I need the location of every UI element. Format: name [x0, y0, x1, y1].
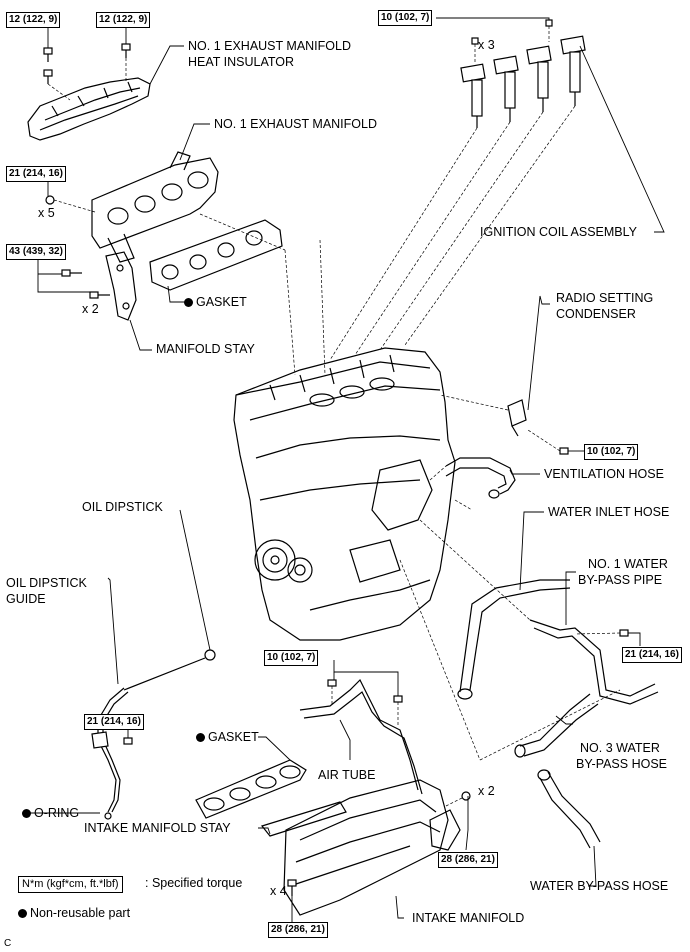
- label-radio-condenser-line2: CONDENSER: [556, 307, 636, 321]
- ventilation-hose-drawing: [445, 457, 516, 499]
- quantity-label: x 2: [478, 784, 495, 798]
- radio-condenser-drawing: [439, 394, 569, 455]
- torque-label: 12 (122, 9): [6, 12, 61, 28]
- label-heat-insulator-line2: HEAT INSULATOR: [188, 55, 295, 69]
- intake-gasket-drawing: [195, 759, 307, 819]
- intake-manifold-stay-drawing: [260, 801, 347, 837]
- label-oil-dipstick: OIL DIPSTICK: [82, 500, 163, 514]
- quantity-label: x 5: [38, 206, 55, 220]
- label-heat-insulator-line1: NO. 1 EXHAUST MANIFOLD: [188, 39, 351, 53]
- quantity-label: x 2: [82, 302, 99, 316]
- figure-code: C: [4, 938, 12, 949]
- label-ignition-coil: IGNITION COIL ASSEMBLY: [480, 225, 637, 239]
- non-reusable-marker: [196, 733, 205, 742]
- legend-torque-unit: N*m (kgf*cm, ft.*lbf): [18, 876, 123, 893]
- torque-label: 21 (214, 16): [84, 714, 144, 730]
- water-bypass-pipe-drawing: [529, 619, 659, 705]
- label-intake-gasket: GASKET: [196, 730, 259, 745]
- torque-label: 21 (214, 16): [622, 647, 682, 663]
- label-intake-manifold-stay: INTAKE MANIFOLD STAY: [84, 821, 231, 835]
- torque-label: 10 (102, 7): [264, 650, 319, 666]
- water-bypass-hose-drawing: [537, 769, 601, 849]
- oil-dipstick-drawing: [123, 509, 216, 691]
- label-no3-bypass-line2: BY-PASS HOSE: [576, 757, 668, 771]
- label-intake-manifold: INTAKE MANIFOLD: [412, 911, 525, 925]
- oil-dipstick-guide-drawing: [91, 687, 133, 820]
- label-water-bypass-hose: WATER BY-PASS HOSE: [530, 879, 669, 893]
- label-exhaust-manifold: NO. 1 EXHAUST MANIFOLD: [214, 117, 377, 131]
- manifold-stay-drawing: [105, 251, 137, 321]
- insulator-bolts: [43, 43, 131, 101]
- torque-label: 43 (439, 32): [6, 244, 66, 260]
- label-radio-condenser-line1: RADIO SETTING: [556, 291, 654, 305]
- assembly-dashed-lines: [399, 465, 621, 761]
- torque-label: 10 (102, 7): [584, 444, 639, 460]
- legend-torque-desc: : Specified torque: [145, 876, 243, 890]
- o-ring-text: O-RING: [34, 806, 80, 820]
- torque-label: 10 (102, 7): [378, 10, 433, 26]
- stay-bolts: [61, 269, 110, 299]
- label-manifold-stay: MANIFOLD STAY: [156, 342, 255, 356]
- air-tube-drawing: [299, 678, 423, 795]
- gasket-text: GASKET: [196, 295, 247, 309]
- torque-label: 28 (286, 21): [438, 852, 498, 868]
- intake-manifold-drawing: [283, 779, 471, 916]
- non-reusable-marker: [18, 909, 27, 918]
- heat-insulator-drawing: [27, 77, 151, 141]
- torque-label: 21 (214, 16): [6, 166, 66, 182]
- legend-nonreusable-text: Non-reusable part: [30, 906, 131, 920]
- label-air-tube: AIR TUBE: [318, 768, 376, 782]
- label-no3-bypass-line1: NO. 3 WATER: [580, 741, 660, 755]
- label-water-bypass-pipe-line2: BY-PASS PIPE: [578, 573, 663, 587]
- label-ventilation-hose: VENTILATION HOSE: [544, 467, 664, 481]
- engine-block-drawing: [233, 347, 456, 641]
- leader-lines: [30, 17, 665, 922]
- label-exhaust-gasket: GASKET: [184, 295, 247, 310]
- gasket-text: GASKET: [208, 730, 259, 744]
- manifold-nut: [45, 195, 96, 213]
- label-o-ring: O-RING: [22, 806, 79, 821]
- label-water-bypass-pipe-line1: NO. 1 WATER: [588, 557, 668, 571]
- label-dipstick-guide-line1: OIL DIPSTICK: [6, 576, 87, 590]
- label-water-inlet-hose: WATER INLET HOSE: [548, 505, 670, 519]
- no3-bypass-hose-drawing: [514, 693, 599, 758]
- exhaust-gasket-drawing: [149, 219, 283, 291]
- torque-label: 28 (286, 21): [268, 922, 328, 938]
- exhaust-manifold-drawing: [91, 151, 219, 263]
- quantity-label: x 4: [270, 884, 287, 898]
- legend-nonreusable: Non-reusable part: [18, 906, 130, 921]
- non-reusable-marker: [22, 809, 31, 818]
- non-reusable-marker: [184, 298, 193, 307]
- coil-alignment-lines: [199, 105, 576, 376]
- water-inlet-hose-drawing: [457, 579, 571, 700]
- torque-label: 12 (122, 9): [96, 12, 151, 28]
- ignition-coils-drawing: [460, 19, 586, 128]
- label-dipstick-guide-line2: GUIDE: [6, 592, 46, 606]
- quantity-label: x 3: [478, 38, 495, 52]
